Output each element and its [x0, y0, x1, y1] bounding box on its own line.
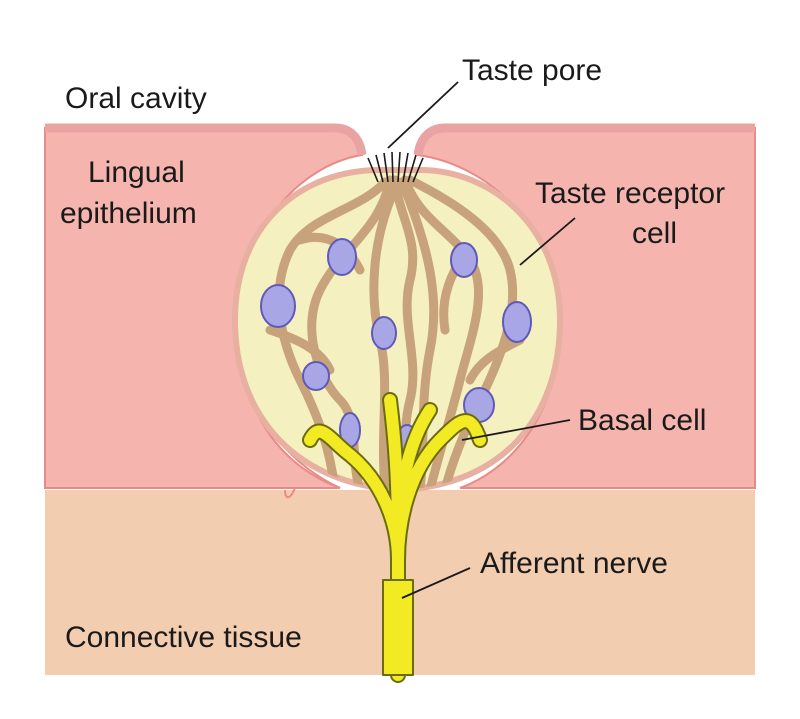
label-basal-cell: Basal cell [578, 404, 706, 437]
label-connective-tissue: Connective tissue [65, 621, 302, 654]
pointer-taste-receptor-cell [519, 217, 576, 266]
nucleus [450, 242, 478, 278]
nucleus [502, 301, 532, 343]
label-lingual-epithelium-1: Lingual [88, 156, 185, 189]
taste-pore-microvilli [367, 151, 424, 183]
epithelium-surface-right [413, 123, 755, 156]
nucleus [302, 361, 330, 391]
label-taste-receptor-cell-1: Taste receptor [535, 177, 725, 210]
label-taste-pore: Taste pore [462, 54, 602, 87]
pointer-afferent-nerve [401, 567, 471, 599]
nucleus [371, 316, 397, 350]
nucleus [260, 284, 296, 328]
epithelium-surface-left [45, 123, 367, 156]
label-taste-receptor-cell-2: cell [632, 217, 677, 250]
label-lingual-epithelium-2: epithelium [60, 197, 197, 230]
pointer-taste-pore [387, 81, 459, 149]
pointer-basal-cell [461, 419, 571, 441]
label-afferent-nerve: Afferent nerve [480, 547, 668, 580]
nucleus [327, 238, 357, 276]
pointer-lines [387, 81, 576, 599]
afferent-nerve [302, 392, 488, 683]
label-oral-cavity: Oral cavity [65, 82, 207, 115]
